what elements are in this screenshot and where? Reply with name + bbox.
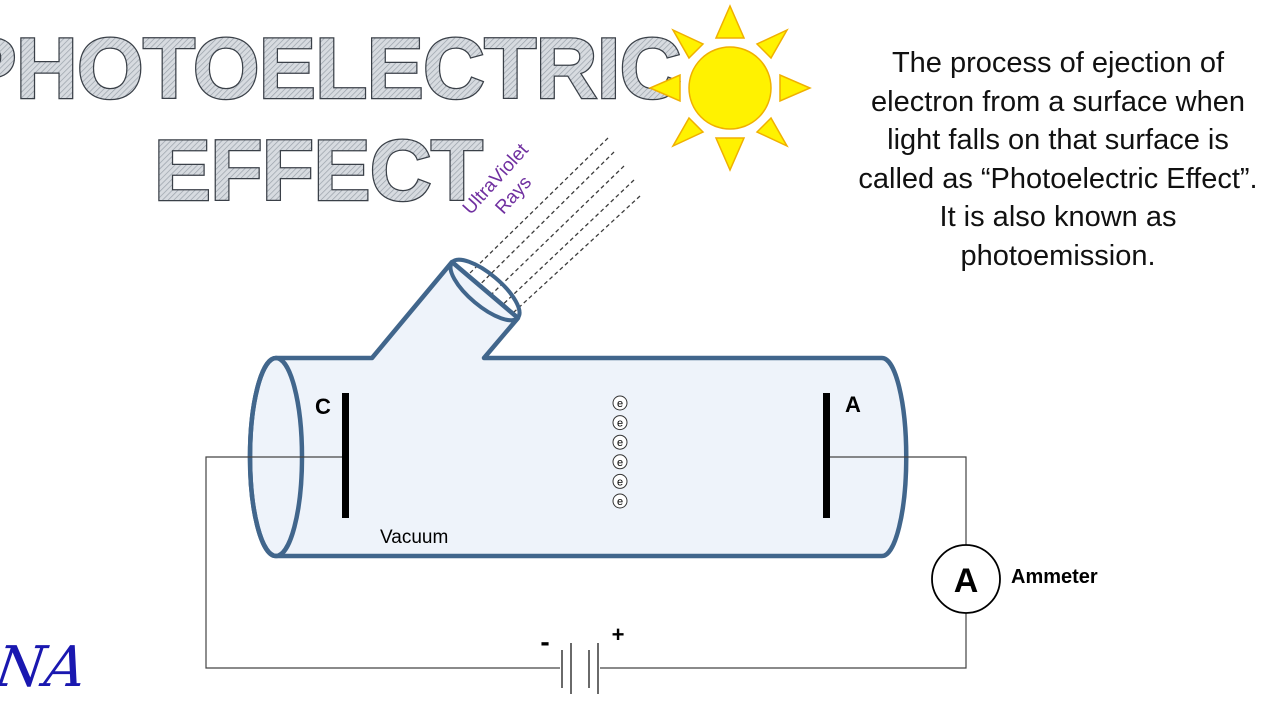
battery: [561, 643, 599, 694]
vacuum-label: Vacuum: [380, 527, 448, 548]
electron: e: [612, 434, 628, 450]
title: PHOTOELECTRIC EFFECT: [0, 20, 683, 221]
sun-icon: [648, 4, 812, 172]
circuit-wire: [205, 456, 967, 669]
sun-ray: [714, 4, 746, 39]
electron: e: [612, 473, 628, 489]
definition-text: The process of ejection of electron from…: [858, 47, 1258, 272]
electron-label: e: [617, 496, 623, 508]
sun-ray: [755, 116, 789, 148]
anode-plate: [823, 393, 830, 518]
title-line-1: PHOTOELECTRIC: [0, 21, 681, 117]
sun-ray: [671, 116, 705, 148]
electron-label: e: [617, 476, 623, 488]
cathode-label: C: [315, 394, 331, 419]
electron-label: e: [617, 418, 623, 430]
sun-disc: [688, 46, 772, 130]
ammeter-symbol: A: [954, 562, 979, 600]
sun-ray: [779, 73, 812, 103]
ammeter-label: Ammeter: [1011, 566, 1098, 588]
cathode-plate: [342, 393, 349, 518]
sun-ray: [671, 28, 705, 60]
electron: e: [612, 395, 628, 411]
window-rim: [448, 257, 522, 323]
battery-positive-label: +: [612, 622, 625, 647]
logo-na: NA: [0, 635, 90, 700]
electron-label: e: [617, 398, 623, 410]
electron: e: [612, 454, 628, 470]
sun-ray: [714, 137, 746, 172]
ammeter-circle: [931, 544, 1001, 614]
battery-negative-label: -: [540, 626, 549, 657]
electron: e: [612, 415, 628, 431]
electron: e: [612, 493, 628, 509]
title-line-2: EFFECT: [154, 123, 483, 219]
electron-label: e: [617, 457, 623, 469]
sun-ray: [755, 28, 789, 60]
anode-label: A: [845, 392, 861, 417]
ammeter: A Ammeter: [931, 544, 1098, 614]
electron-label: e: [617, 437, 623, 449]
sun-ray: [648, 73, 681, 103]
